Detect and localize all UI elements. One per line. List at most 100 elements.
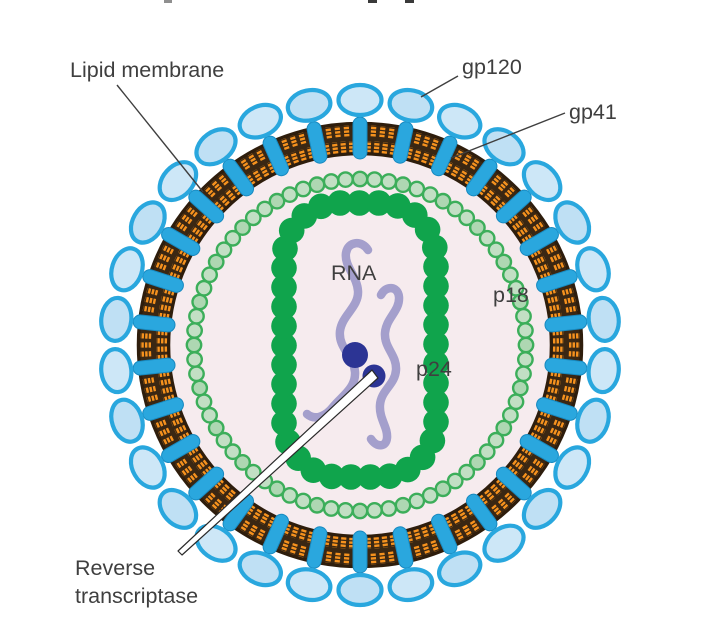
gp41-peg [352,530,368,574]
lipid-bristle [195,459,208,471]
lipid-bristle [156,354,168,361]
p18-bead [394,176,412,194]
p18-bead [446,200,464,218]
lipid-bristle [484,489,496,502]
p24-blob [308,193,334,220]
lipid-bristle [289,542,298,556]
gp120-spike [586,347,621,395]
lipid-bristle [343,125,350,137]
lipid-bristle [484,188,496,201]
p24-label: p24 [416,357,452,381]
p18-bead [244,463,262,481]
lipid-bristle [331,536,339,548]
p24-blob [357,464,384,490]
lipid-bristle [512,219,525,231]
lipid-bristle [156,329,168,336]
lipid-bristle [430,539,440,553]
gp120-spike [336,572,384,608]
lipid-bristle [565,305,578,313]
lipid-bristle [547,386,560,395]
lipid-bristle [422,134,431,148]
lipid-bristle [167,271,181,281]
lipid-bristle [239,157,251,170]
lipid-bristle [282,154,292,167]
p18-bead [195,393,213,411]
lipid-bristle [195,219,208,231]
p18-bead [186,322,204,339]
lipid-bristle [142,305,155,313]
reverse-transcriptase-label-line2: transcriptase [75,584,198,608]
lipid-bristle [160,295,173,304]
lipid-bristle [157,312,170,320]
lipid-bristle [527,465,540,477]
p24-blob [338,464,364,490]
gp120-spike [482,127,526,167]
lipid-bristle [247,153,258,166]
lipid-bristle [561,394,574,403]
p18-bead [215,241,233,259]
lipid-bristle [218,483,230,496]
lipid-bristle [563,296,576,305]
lipid-bristle [549,378,561,386]
cropped-text-artifact [164,0,172,3]
cropped-text-artifact [368,0,377,3]
lipid-bristle [186,233,199,244]
lipid-bristle [512,459,525,471]
lipid-bristle [421,526,430,539]
lipid-bristle [532,458,545,469]
lipid-bristle [175,458,188,469]
lipid-bristle [224,489,236,502]
p24-blob [366,190,392,216]
gp120-spike [99,295,134,343]
lipid-bristle [507,466,519,478]
lipid-bristle [146,394,159,403]
lipid-bristle [457,508,468,521]
lipid-bristle [331,142,339,154]
gp120-spike [128,445,167,490]
p18-bead [487,241,505,259]
lipid-bristle [144,296,157,305]
p24-blob [423,331,449,358]
lipid-bristle [343,553,350,565]
gp120-spike [109,246,145,293]
p24-blob [423,409,449,435]
lipid-bristle [244,504,256,517]
lipid-bristle [546,244,559,255]
lipid-bristle [224,188,236,201]
p24-blob [423,350,449,377]
gp120-spike [521,487,563,530]
lipid-bristle [373,141,380,153]
lipid-bristle [469,520,481,533]
lipid-bristle [255,148,266,161]
lipid-bristle [334,552,341,565]
p18-bead [294,180,312,198]
lipid-bristle [550,312,563,320]
lipid-bristle [413,545,422,558]
p24-capsid [271,190,449,490]
lipid-bristle [280,137,290,151]
lipid-bristle [282,523,292,536]
lipid-bristle [298,545,307,558]
gp120-spike [99,347,134,395]
p24-blob [423,389,449,416]
p18-bead [322,500,340,517]
lipid-bristle [521,446,534,457]
lipid-bristle [266,516,277,529]
lipid-bristle [430,137,440,151]
p18-bead [495,253,513,271]
p24-blob [271,371,297,398]
p18-bead [515,365,532,383]
lipid-bristle [266,161,277,174]
lipid-bristle [491,173,503,186]
lipid-bristle [323,534,331,547]
lipid-bristle [185,472,198,484]
lipid-bristle [539,409,553,419]
p18-bead [515,307,532,325]
p18-bead [337,171,354,189]
gp120-spikes [99,82,621,608]
lipid-bristle [180,465,193,477]
p18-bead [207,253,225,271]
lipid-bristle [443,161,454,174]
p18-bead [517,322,534,339]
lipid-bristle [507,212,519,224]
